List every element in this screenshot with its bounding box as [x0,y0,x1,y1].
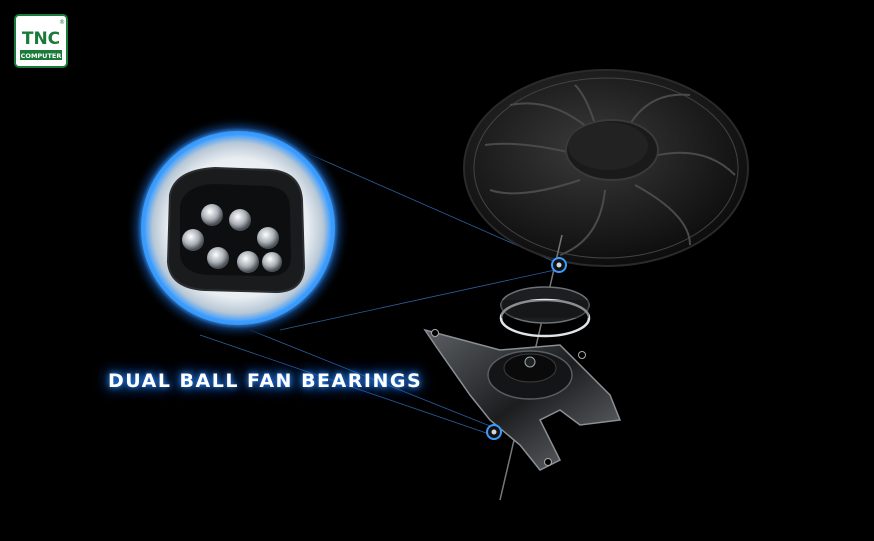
bearing-sleeve [499,286,591,338]
tnc-logo: TNC COMPUTER ® [14,14,68,68]
logo-subtext: COMPUTER [21,52,62,60]
connector-lines [199,149,556,437]
logo-brand: TNC [22,29,60,49]
bearing-magnifier [126,116,350,340]
feature-caption: DUAL BALL FAN BEARINGS [108,370,423,392]
logo-registered-mark: ® [59,19,65,26]
top-bearing [551,257,567,273]
bottom-bearing [486,424,502,440]
mounting-bracket [423,328,622,471]
fan-impeller [463,69,749,267]
bearing-balls [182,204,282,273]
